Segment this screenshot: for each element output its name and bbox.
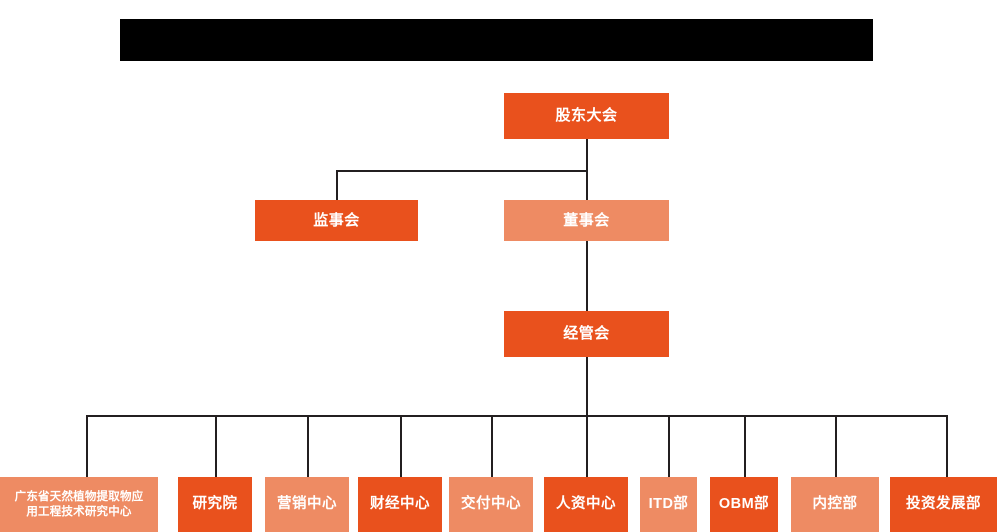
connector-to-leaf-5: [491, 415, 493, 477]
node-management-committee[interactable]: 经管会: [504, 311, 669, 357]
node-label: 交付中心: [461, 496, 521, 513]
node-label: ITD部: [648, 496, 689, 513]
node-itd-department[interactable]: ITD部: [640, 477, 697, 532]
connector-board-to-management: [586, 241, 588, 311]
node-label: 研究院: [192, 496, 238, 513]
node-label: 经管会: [563, 325, 610, 343]
node-label: 营销中心: [277, 496, 337, 513]
node-delivery-center[interactable]: 交付中心: [449, 477, 533, 532]
node-label: 人资中心: [556, 496, 616, 513]
node-internal-control-department[interactable]: 内控部: [791, 477, 879, 532]
connector-to-board-of-directors: [586, 170, 588, 200]
node-label: 广东省天然植物提取物应 用工程技术研究中心: [15, 490, 144, 519]
node-label: 投资发展部: [906, 496, 981, 513]
node-guangdong-natural-plant-extract-research-center[interactable]: 广东省天然植物提取物应 用工程技术研究中心: [0, 477, 158, 532]
connector-to-leaf-7: [668, 415, 670, 477]
node-research-institute[interactable]: 研究院: [178, 477, 252, 532]
connector-to-leaf-8: [744, 415, 746, 477]
connector-management-stem: [586, 357, 588, 416]
node-label: 财经中心: [370, 496, 430, 513]
node-label: 监事会: [313, 211, 360, 229]
node-label: 股东大会: [555, 107, 618, 125]
connector-to-supervisory-board: [336, 170, 338, 200]
node-human-resources-center[interactable]: 人资中心: [544, 477, 628, 532]
connector-to-leaf-1: [86, 415, 88, 477]
node-obm-department[interactable]: OBM部: [710, 477, 778, 532]
node-label: 内控部: [812, 496, 858, 513]
connector-level2-bus: [336, 170, 588, 172]
connector-shareholders-stem: [586, 139, 588, 171]
redacted-title-bar: [120, 19, 873, 61]
connector-to-leaf-3: [307, 415, 309, 477]
node-label: OBM部: [718, 496, 770, 513]
connector-level4-bus: [86, 415, 946, 417]
node-marketing-center[interactable]: 营销中心: [265, 477, 349, 532]
node-label-line-2: 用工程技术研究中心: [26, 505, 132, 518]
node-shareholders-meeting[interactable]: 股东大会: [504, 93, 669, 139]
node-label: 董事会: [563, 211, 610, 229]
node-finance-center[interactable]: 财经中心: [358, 477, 442, 532]
node-board-of-directors[interactable]: 董事会: [504, 200, 669, 241]
node-label-line-1: 广东省天然植物提取物应: [14, 490, 144, 503]
connector-to-leaf-10: [946, 415, 948, 477]
connector-to-leaf-9: [835, 415, 837, 477]
connector-to-leaf-4: [400, 415, 402, 477]
connector-to-leaf-6: [586, 415, 588, 477]
connector-to-leaf-2: [215, 415, 217, 477]
node-supervisory-board[interactable]: 监事会: [255, 200, 418, 241]
node-investment-development-department[interactable]: 投资发展部: [890, 477, 997, 532]
